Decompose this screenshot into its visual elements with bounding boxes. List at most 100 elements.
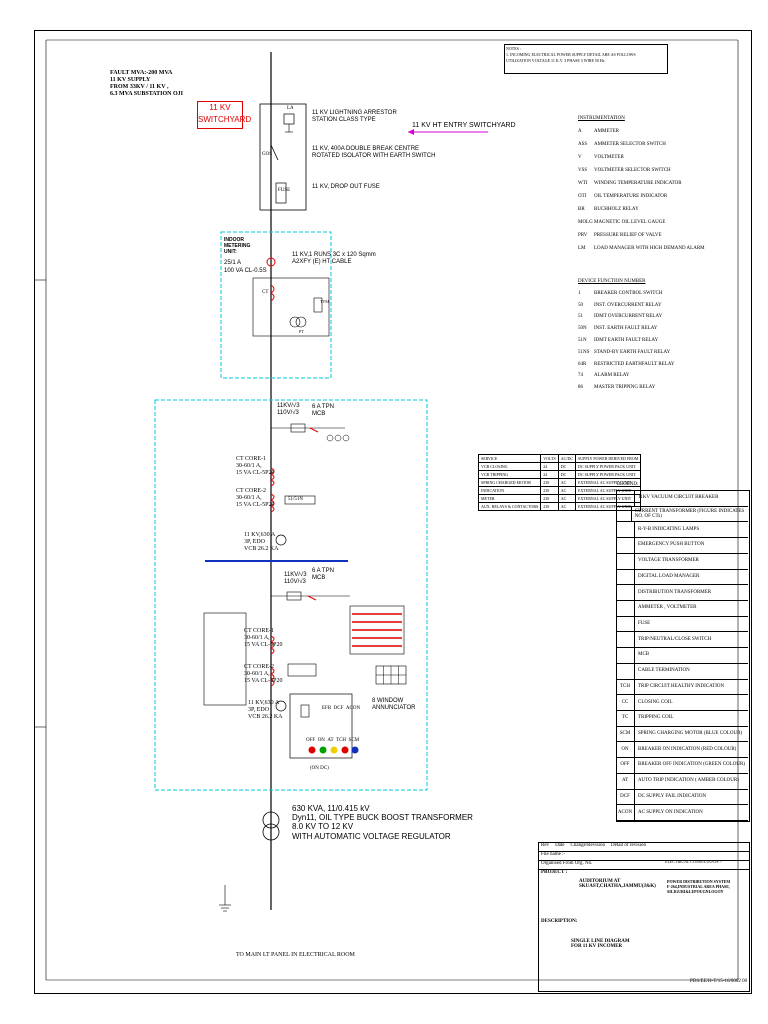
indicator-top-labels: EFR DCF ACON: [322, 706, 361, 711]
on-dc-label: (ON DC): [310, 766, 329, 771]
metering-ct: 25/1 A: [224, 260, 242, 266]
legend-symbol: [616, 537, 635, 553]
upper-relay-label: 51/51N: [288, 497, 303, 502]
legend-symbol: [616, 584, 635, 600]
legend-symbol: [616, 631, 635, 648]
drawing-number: PDS/EE/H-T/15-16/0002 00: [690, 979, 748, 984]
legend-item: DISTRIBUTION TRANSFORMER: [616, 584, 748, 601]
metering-tvm-label: TVM: [320, 299, 329, 304]
legend-symbol: TCH: [616, 678, 635, 695]
legend-symbol: [616, 615, 635, 632]
legend-symbol: [616, 552, 635, 569]
legend-symbol: [616, 568, 635, 585]
legend-symbol: OFF: [616, 757, 635, 773]
consultants-label: ELECTRICAL CONSULTANTS :-: [665, 859, 722, 864]
indicator-labels: OFF ON AT TCH SCM: [306, 738, 360, 743]
legend-symbol: [616, 662, 635, 679]
org-no: Organised From Org. No.: [539, 861, 749, 870]
legend-item: CABLE TERMINATION: [616, 662, 748, 680]
legend-symbol: DCF: [616, 788, 635, 805]
dropout-label: 11 KV, DROP OUT FUSE: [312, 184, 380, 190]
metering-ct-label: CT: [262, 290, 269, 295]
legend-item: FUSE: [616, 615, 748, 633]
metering-pt-label: PT: [299, 329, 304, 334]
legend-symbol: [616, 490, 635, 506]
notes-box: NOTES :1. INCOMING ELECTRICAL POWER SUPP…: [504, 44, 668, 74]
legend-item: CURRENT TRANSFORMER (FIGURE INDICATES NO…: [616, 505, 748, 523]
legend-symbol: TC: [616, 710, 635, 726]
legend-item: DIGITAL LOAD MANAGER: [616, 568, 748, 586]
to-main-label: TO MAIN LT PANEL IN ELECTRICAL ROOM: [236, 952, 355, 958]
legend-item: AMMETER , VOLTMETER: [616, 600, 748, 617]
legend-item: MCB: [616, 647, 748, 664]
metering-title: INDOOR METERING UNIT:: [224, 237, 251, 255]
gos-label: GOS: [262, 152, 273, 157]
legend-symbol: SCM: [616, 725, 635, 742]
legend-item: R-Y-B INDICATING LAMPS: [616, 521, 748, 539]
ht-entry-label: 11 KV HT ENTRY SWITCHYARD: [412, 122, 516, 129]
legend-symbol: ACON: [616, 804, 635, 820]
legend-symbol: AT: [616, 772, 635, 789]
legend-item: VOLTAGE TRANSFORMER: [616, 552, 748, 570]
legend-symbol: [616, 647, 635, 663]
description-label: DESCRIPTION:: [541, 919, 578, 924]
legend-title: LEGEND:: [617, 482, 639, 487]
fuse-label: FUSE: [278, 188, 291, 193]
legend-box: [616, 490, 750, 822]
legend-item: EMERGENCY PUSH BUTTON: [616, 537, 748, 554]
legend-symbol: CC: [616, 694, 635, 710]
file-name: File name :-: [539, 852, 749, 861]
legend-symbol: ON: [616, 741, 635, 758]
drawing-frame: [34, 30, 752, 994]
